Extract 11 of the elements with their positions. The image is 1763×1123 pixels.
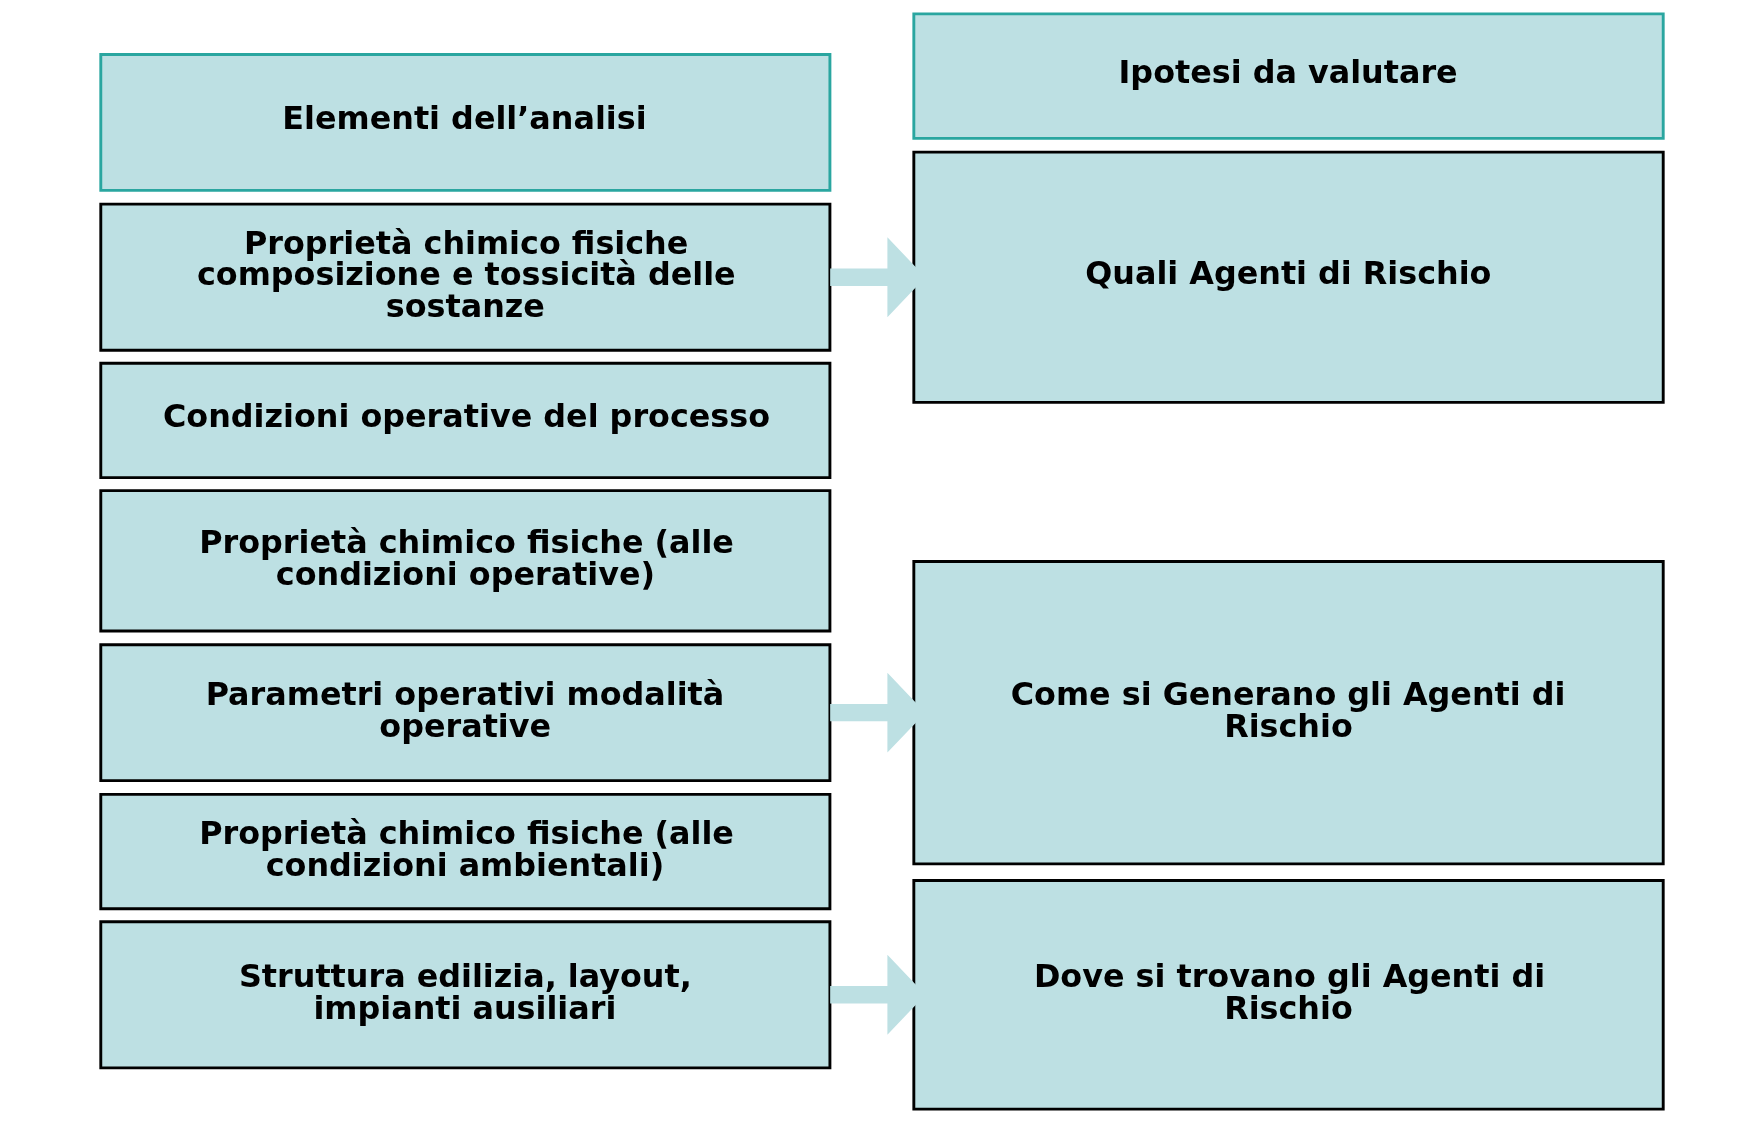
node-box: Elementi dell’analisi: [98, 53, 831, 192]
node-box: Parametri operativi modalità operative: [98, 643, 831, 783]
node-box: Proprietà chimico fisiche (alle condizioni ambientali): [98, 792, 831, 911]
node-box: Ipotesi da valutare: [911, 12, 1665, 140]
node-box: Proprietà chimico fisiche composizione e tossicità delle sostanze: [98, 202, 831, 352]
node-box: Dove si trovano gli Agenti di Rischio: [911, 879, 1665, 1111]
node-box: Condizioni operative del processo: [98, 361, 831, 480]
node-box: Come si Generano gli Agenti di Rischio: [911, 560, 1665, 866]
node-box: Struttura edilizia, layout, impianti ausiliari: [98, 920, 831, 1070]
node-box: Quali Agenti di Rischio: [911, 150, 1665, 404]
node-box: Proprietà chimico fisiche (alle condizioni operative): [98, 489, 831, 633]
